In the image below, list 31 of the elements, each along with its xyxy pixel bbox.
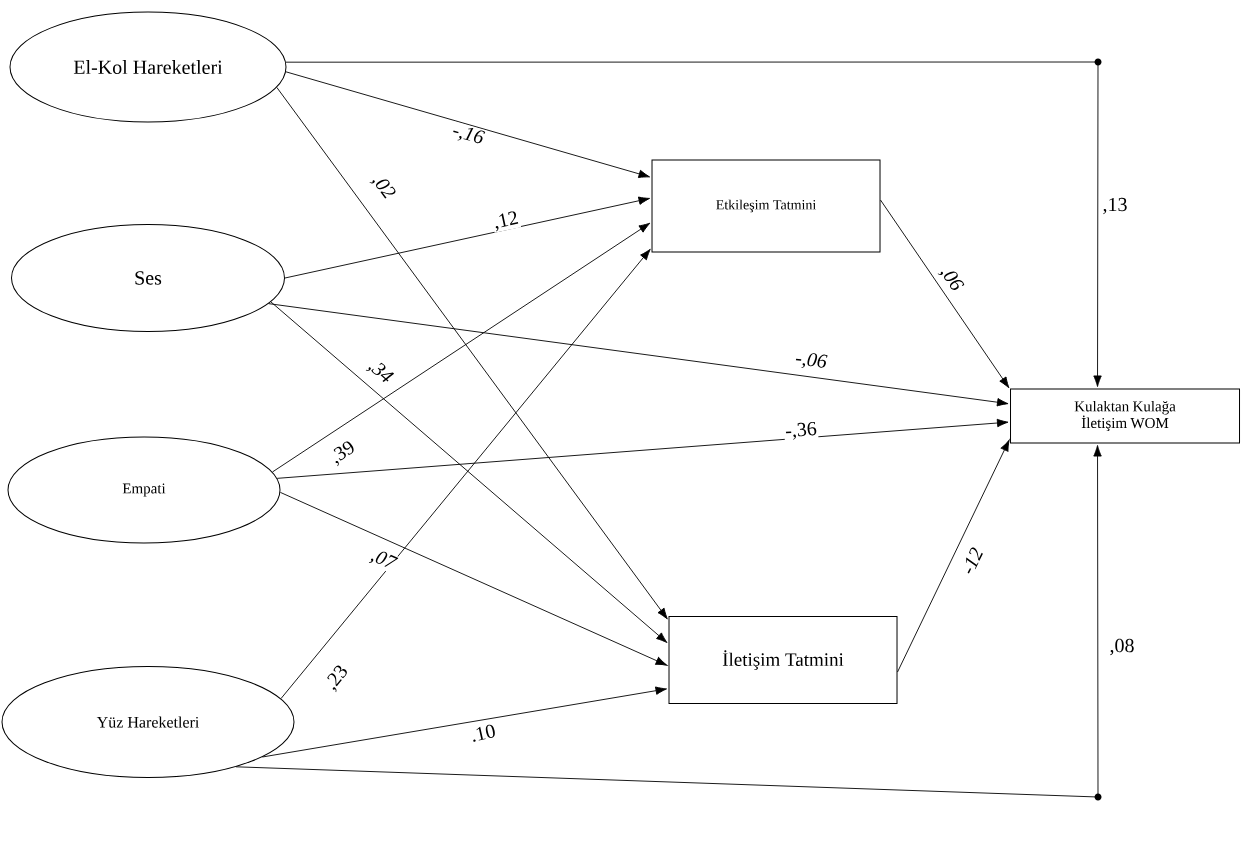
variable-box: Etkileşim Tatmini [651,159,881,253]
arrow [270,301,668,644]
edge-label: -,06 [793,349,829,373]
arrow [897,439,1010,673]
edge-label: .10 [468,722,498,744]
arrow [235,445,1102,801]
arrow [284,196,650,279]
arrow [279,491,668,666]
edge-label: ,02 [367,170,399,204]
variable-box: Kulaktan Kulağa İletişim WOM [1010,388,1240,444]
edge-label: ,08 [1108,637,1136,657]
edge-label: ,34 [363,356,397,388]
edge-label: ,13 [1101,196,1129,216]
edge-label: ,39 [326,437,360,469]
arrow [268,303,1009,407]
variable-box: İletişim Tatmini [668,616,898,704]
edge-label: -,16 [449,121,487,149]
edge-label: ,23 [321,661,353,695]
arrow [280,248,651,699]
arrow [285,58,1102,387]
arrow [261,686,667,758]
edge-label: -12 [958,544,986,578]
edge-label: ,07 [366,546,400,574]
edge-label: ,12 [490,209,522,233]
edge-label: -,36 [783,420,819,442]
arrow [276,86,668,620]
arrow [880,199,1010,389]
arrow [272,222,651,473]
arrow [285,71,651,178]
arrow [276,418,1009,479]
edge-label: ,06 [935,262,967,296]
